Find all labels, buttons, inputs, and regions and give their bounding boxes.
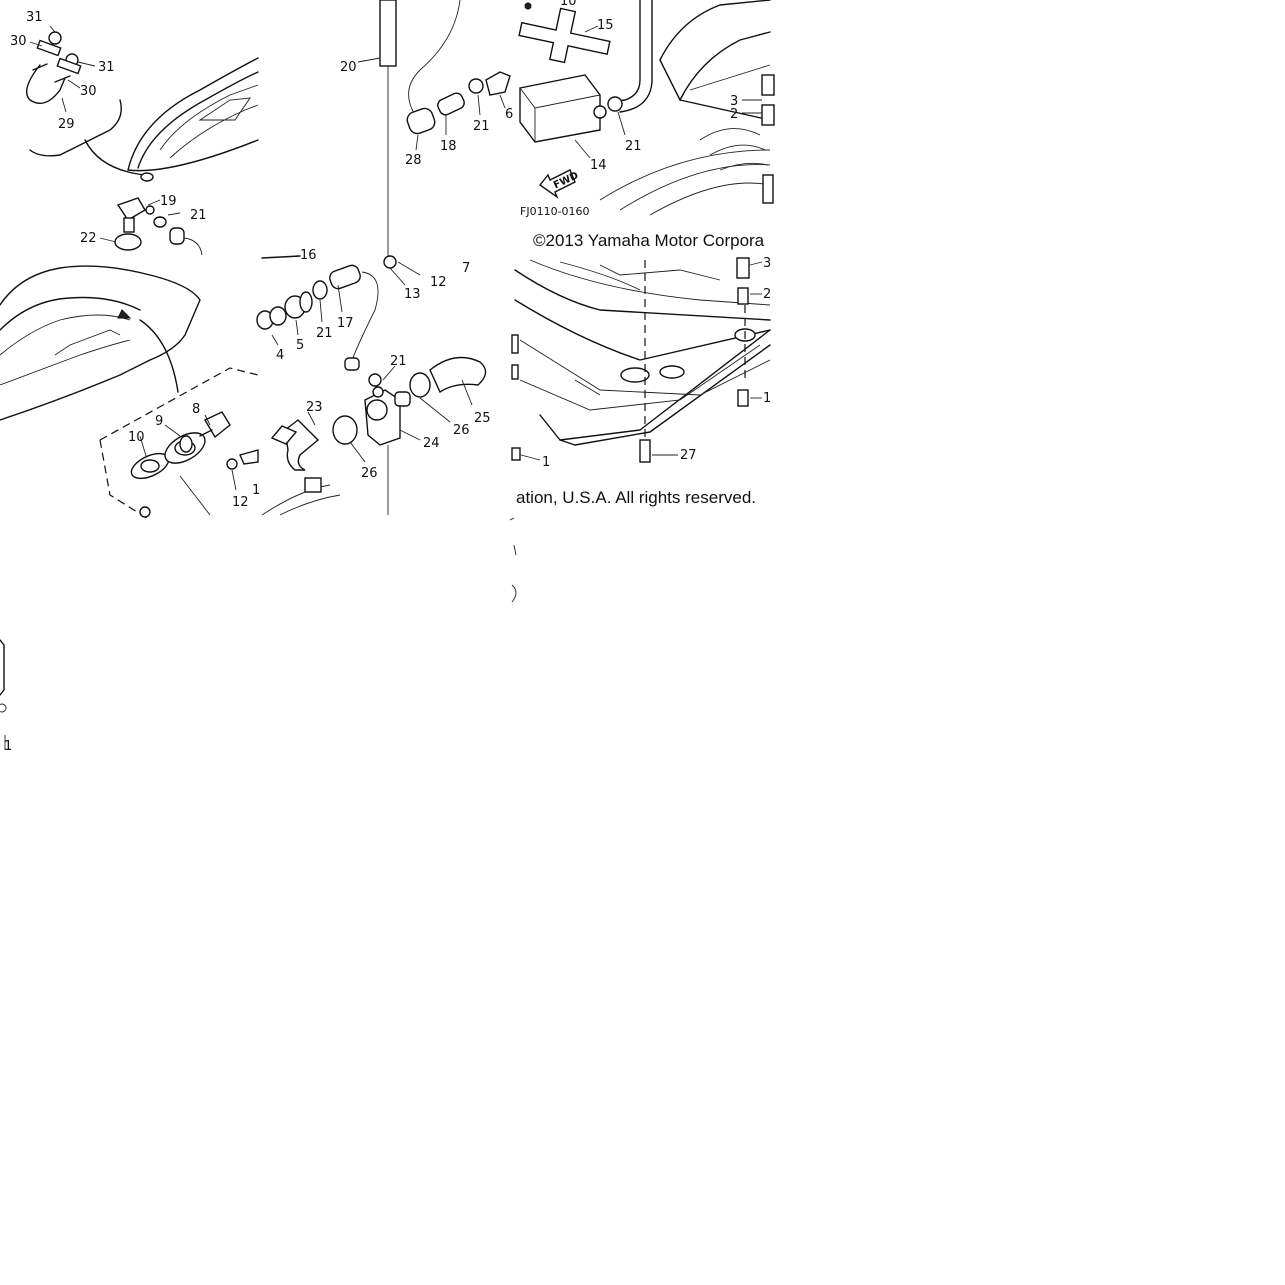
callout-4: 4	[276, 348, 284, 363]
callout-26: 26	[453, 423, 470, 438]
callout-31: 31	[98, 60, 115, 75]
callout-5: 5	[296, 338, 304, 353]
callout-23: 23	[306, 400, 323, 415]
callout-2: 2	[763, 287, 771, 302]
callout-21: 21	[190, 208, 207, 223]
panel-middle-left	[0, 265, 259, 521]
panel-top-left	[26, 25, 259, 182]
copyright-line-2: ation, U.S.A. All rights reserved.	[516, 488, 756, 507]
callout-7: 7	[462, 261, 470, 276]
panel-middle-right	[511, 257, 771, 463]
panel-top-middle	[357, 0, 511, 258]
callout-16: 16	[300, 248, 317, 263]
callout-3: 3	[763, 256, 771, 271]
callout-13: 13	[404, 287, 421, 302]
callout-30: 30	[80, 84, 97, 99]
callout-15: 15	[597, 18, 614, 33]
callout-10: 10	[128, 430, 145, 445]
callout-10: 10	[560, 0, 577, 9]
callout-21: 21	[625, 139, 642, 154]
callout-20: 20	[340, 60, 357, 75]
callout-1: 1	[252, 483, 260, 498]
callout-17: 17	[337, 316, 354, 331]
callout-24: 24	[423, 436, 440, 451]
callout-12: 12	[232, 495, 249, 510]
callout-1: 1	[4, 739, 12, 754]
callout-9: 9	[155, 414, 163, 429]
callout-21: 21	[316, 326, 333, 341]
panel-top-right: FWD	[518, 0, 775, 216]
callout-14: 14	[590, 158, 607, 173]
callout-30: 30	[10, 34, 27, 49]
callout-labels: 31 30 31 30 29 20 28 18 21 6 10 15 14 21…	[4, 0, 771, 754]
callout-18: 18	[440, 139, 457, 154]
callout-1: 1	[763, 391, 771, 406]
callout-25: 25	[474, 411, 491, 426]
callout-6: 6	[505, 107, 513, 122]
copyright-line-1: ©2013 Yamaha Motor Corpora	[533, 231, 765, 250]
callout-19: 19	[160, 194, 177, 209]
callout-8: 8	[192, 402, 200, 417]
callout-21: 21	[390, 354, 407, 369]
panel-left-elbow	[99, 197, 203, 256]
fragments-lower-left	[0, 517, 517, 750]
callout-28: 28	[405, 153, 422, 168]
callout-31: 31	[26, 10, 43, 25]
callout-1: 1	[542, 455, 550, 470]
callout-21: 21	[473, 119, 490, 134]
panel-middle-center	[256, 255, 487, 516]
callout-12: 12	[430, 275, 447, 290]
callout-2: 2	[730, 107, 738, 122]
drawing-code: FJ0110-0160	[520, 205, 590, 218]
callout-27: 27	[680, 448, 697, 463]
callout-3: 3	[730, 94, 738, 109]
callout-29: 29	[58, 117, 75, 132]
callout-26: 26	[361, 466, 378, 481]
callout-22: 22	[80, 231, 97, 246]
